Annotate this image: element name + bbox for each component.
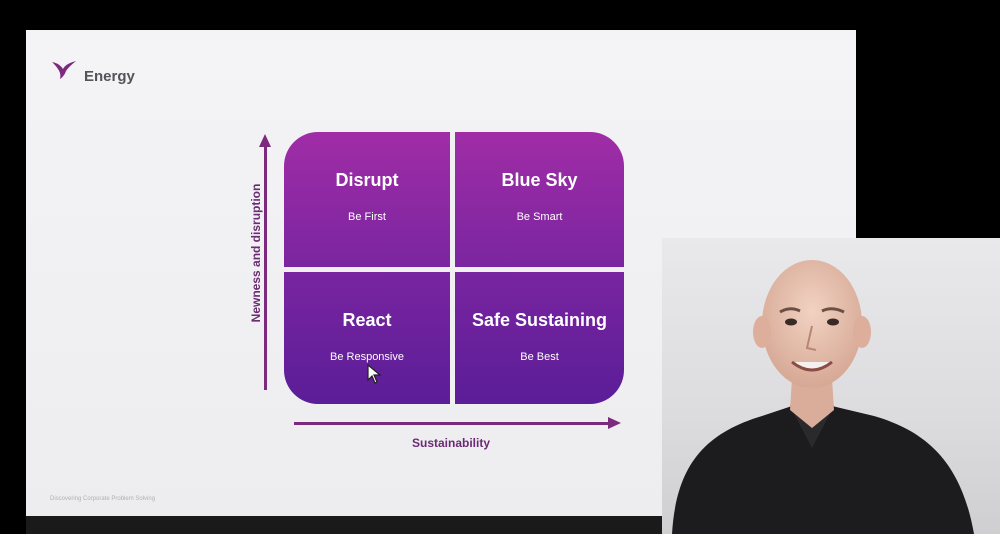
bird-logo-icon	[52, 61, 76, 79]
y-axis-line	[264, 140, 267, 390]
presenter-webcam-video	[662, 238, 1000, 534]
presenter-avatar	[672, 260, 974, 534]
y-axis-arrowhead	[259, 134, 271, 147]
quadrant-subtitle: Be Best	[520, 351, 559, 363]
quadrant-bottom-left: React Be Responsive	[284, 272, 450, 404]
quadrant-matrix: Disrupt Be First Blue Sky Be Smart React…	[284, 132, 624, 404]
quadrant-subtitle: Be Responsive	[330, 351, 404, 363]
quadrant-title: Safe Sustaining	[471, 310, 608, 330]
slide-footer: Discovering Corporate Problem Solving	[50, 496, 156, 502]
quadrant-title: Blue Sky	[501, 170, 578, 190]
slide-bottom-bar	[26, 516, 856, 534]
slide-title: Energy	[84, 68, 135, 85]
x-axis-line	[294, 422, 610, 425]
quadrant-top-left: Disrupt Be First	[284, 132, 450, 267]
quadrant-subtitle: Be First	[348, 211, 386, 223]
x-axis-label: Sustainability	[411, 436, 491, 450]
y-axis-label: Newness and disruption	[249, 183, 263, 323]
x-axis-arrowhead	[608, 417, 621, 429]
quadrant-title: Disrupt	[335, 170, 399, 190]
quadrant-title: React	[342, 310, 392, 330]
pointer-cursor-icon	[367, 364, 382, 384]
quadrant-subtitle: Be Smart	[516, 211, 563, 223]
quadrant-bottom-right: Safe Sustaining Be Best	[455, 272, 624, 404]
quadrant-top-right: Blue Sky Be Smart	[455, 132, 624, 267]
matrix-divider-horizontal	[284, 267, 624, 272]
